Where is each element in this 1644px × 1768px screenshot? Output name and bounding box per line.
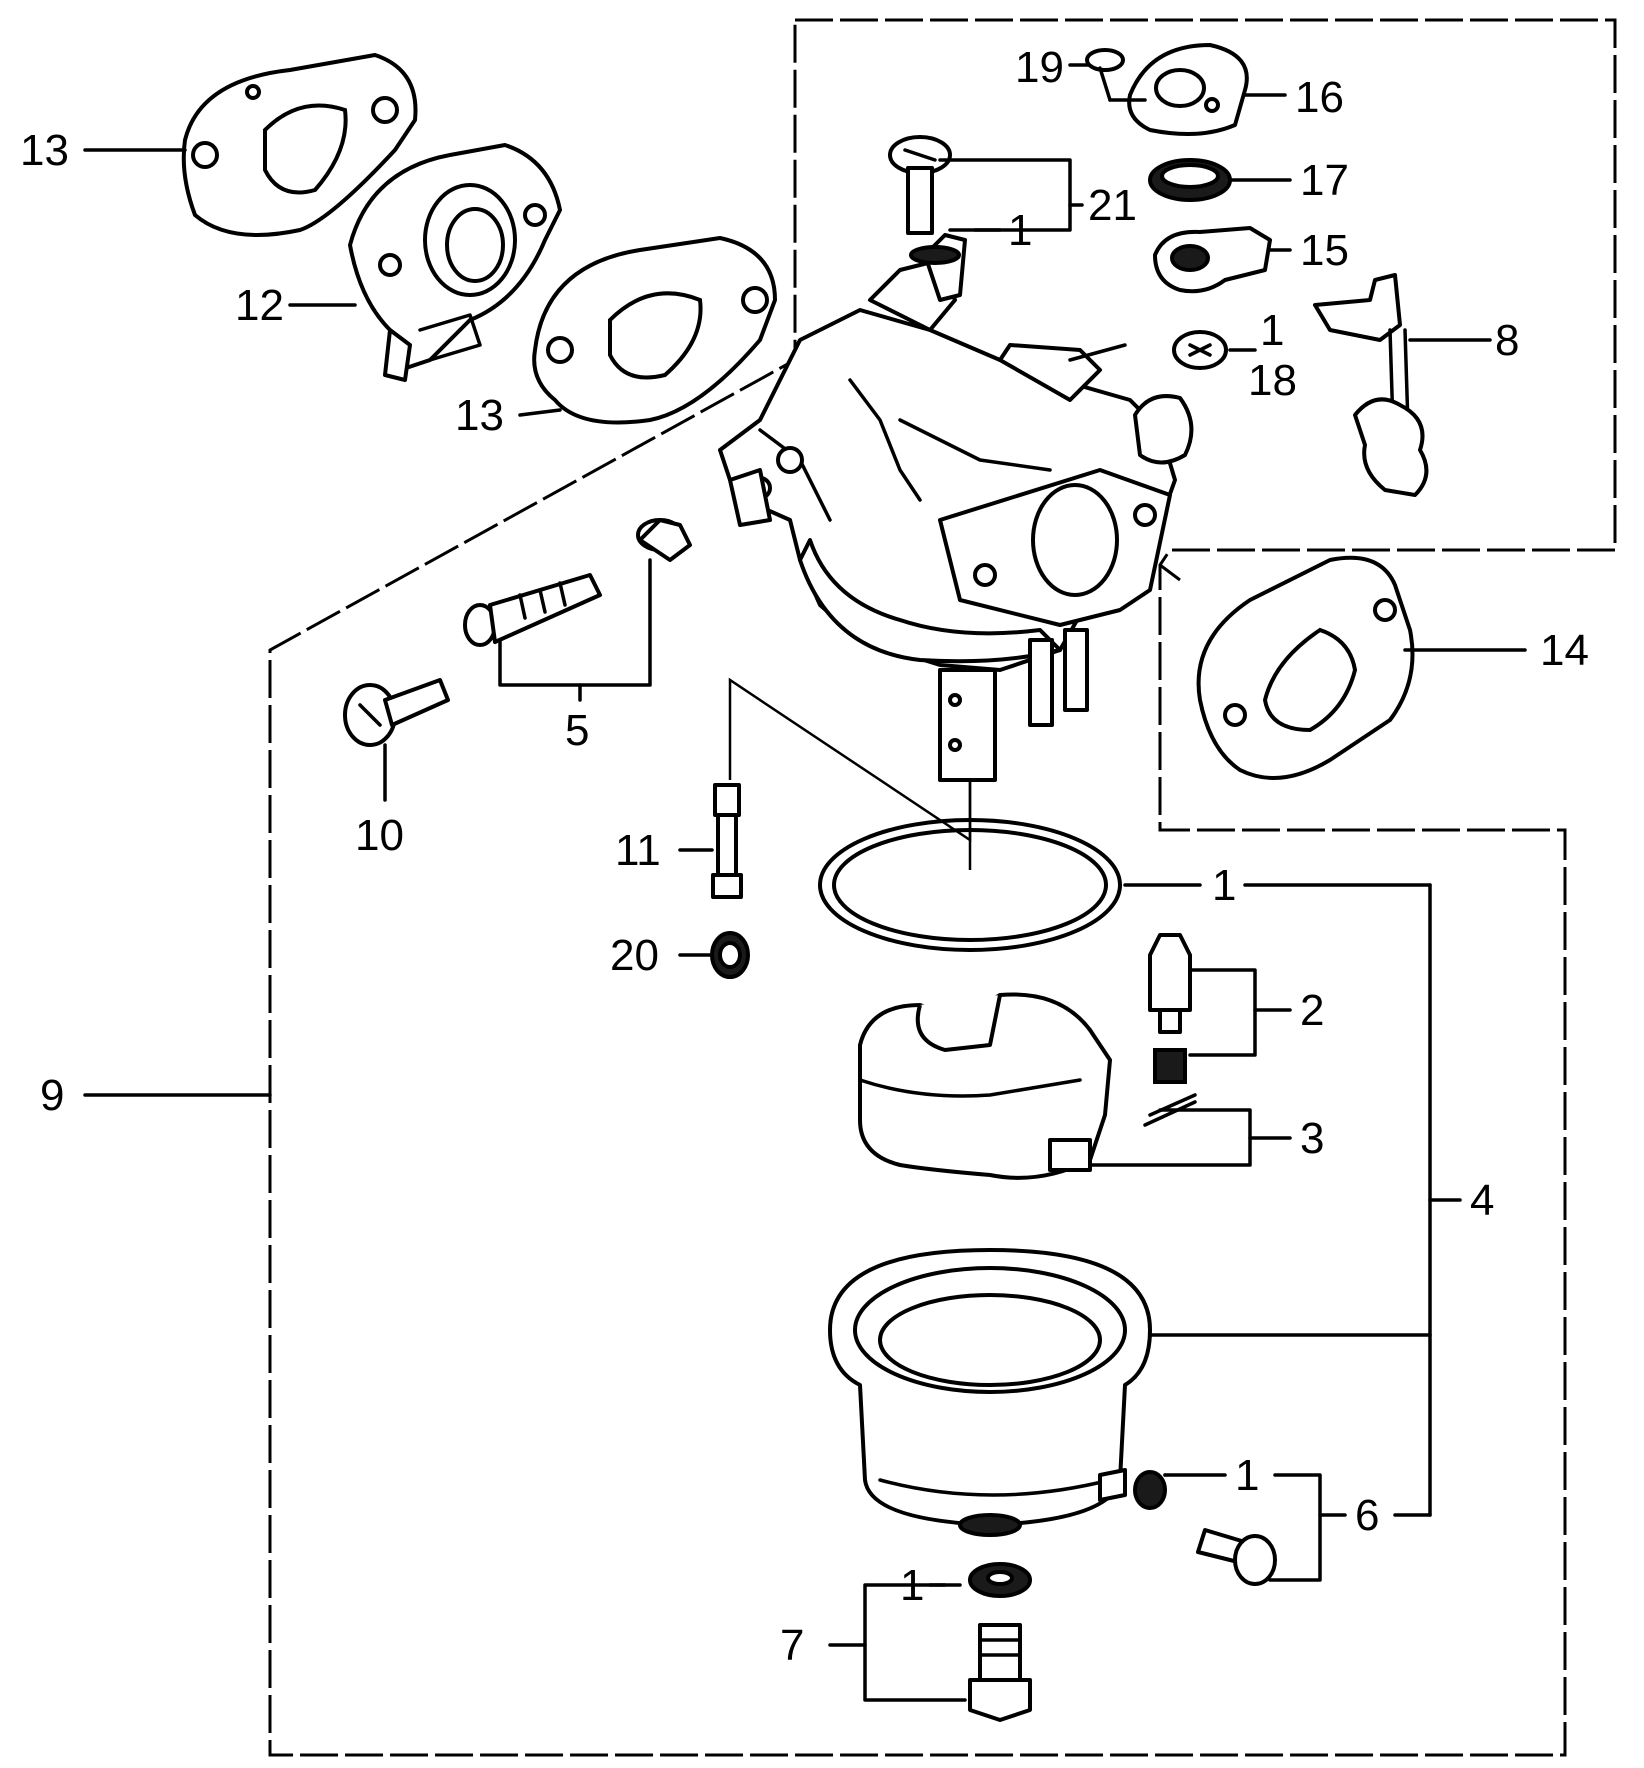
callout-9: 9 [40,1071,64,1120]
callout-12: 12 [235,281,284,330]
float-chamber-gasket [818,818,1122,952]
callout-8: 8 [1495,316,1519,365]
part-20-washer [710,931,750,979]
callout-2: 2 [1300,986,1324,1035]
part-17-seal [1148,158,1232,202]
callout-6: 6 [1355,1491,1379,1540]
callout-13-middle: 13 [455,391,504,440]
callout-1-drain-bolt-washer: 1 [900,1561,924,1610]
part-2-float-valve [1148,933,1192,1084]
callout-21: 21 [1088,181,1137,230]
callout-13-top: 13 [20,126,69,175]
callout-15: 15 [1300,226,1349,275]
callout-17: 17 [1300,156,1349,205]
part-18-washer [1172,330,1228,370]
callout-11: 11 [615,826,661,875]
part-16-cover [1127,43,1249,136]
part-12-insulator [348,143,562,382]
callout-3: 3 [1300,1114,1324,1163]
callout-14: 14 [1540,626,1589,675]
part-15-lever [1153,226,1272,294]
part-21-screw [888,135,961,265]
float [858,992,1112,1180]
part-19-screw [1085,48,1125,102]
leader-lines [83,63,1527,1702]
assembly-boundary [268,18,1617,1757]
callout-18: 18 [1248,356,1297,405]
callout-1-drain-screw-washer: 1 [1235,1451,1259,1500]
part-13-gasket-middle [532,236,777,425]
callout-labels: 13 12 13 19 16 17 21 1 15 1 18 8 14 5 10… [20,43,1589,1670]
part-11-jet [711,783,743,899]
part-8-choke-shaft [1313,273,1429,497]
callout-16: 16 [1295,73,1344,122]
part-7-drain-bolt [968,1562,1032,1722]
callout-1-idle-washer: 1 [1260,306,1284,355]
callout-10: 10 [355,811,404,860]
float-chamber [828,1248,1152,1537]
callout-5: 5 [565,706,589,755]
callout-19: 19 [1015,43,1064,92]
part-14-gasket [1196,555,1415,780]
callout-4: 4 [1470,1176,1494,1225]
carburetor-body [718,233,1194,782]
callout-1-top-washer: 1 [1008,206,1032,255]
part-3-float-pin [1143,1093,1197,1127]
callout-20: 20 [610,931,659,980]
part-13-gasket-top [181,53,418,237]
callout-1-float-chamber-gasket: 1 [1212,861,1236,910]
part-10-screw [343,678,450,747]
callout-7: 7 [780,1621,804,1670]
part-5-pilot-screw [463,518,692,647]
part-6-drain-screw [1133,1470,1277,1586]
